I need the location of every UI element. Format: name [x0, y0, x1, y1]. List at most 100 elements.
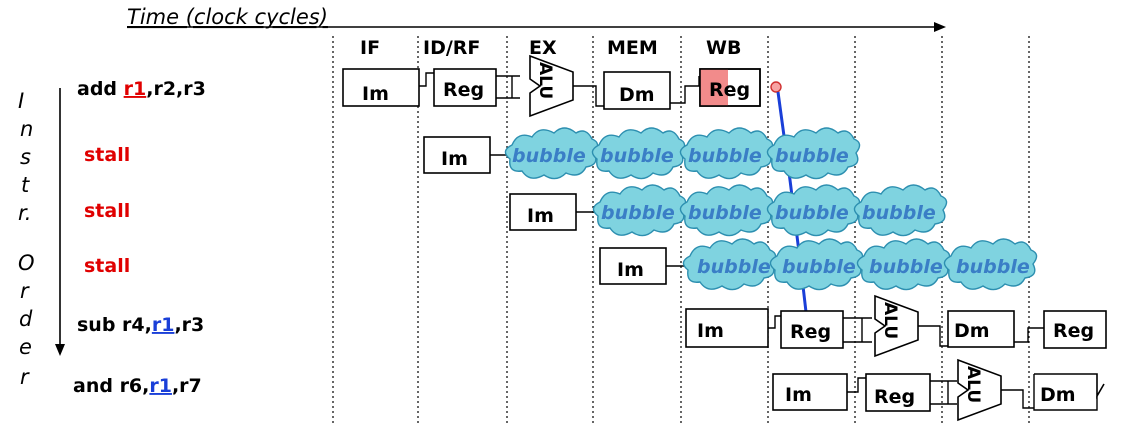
time-axis-label: Time (clock cycles): [127, 5, 328, 29]
bubble-cloud: [766, 127, 861, 180]
pipeline-row-and: Im Reg ALU Dm: [772, 358, 1105, 422]
pipeline-wire: [1014, 327, 1044, 343]
reg-box: [865, 373, 931, 412]
order-letter: I: [18, 89, 24, 113]
instruction-list: add r1,r2,r3 stall stall stall sub r4,r1…: [73, 78, 206, 397]
reg-write-highlight: [700, 69, 728, 106]
bubble-label: bubble: [697, 256, 771, 278]
time-axis: Time (clock cycles): [127, 5, 946, 32]
bubble-cloud: [766, 184, 861, 237]
bubble: bubble: [943, 238, 1038, 291]
bubble-label: bubble: [862, 202, 936, 224]
order-letter: r.: [18, 201, 31, 225]
reg-label: Reg: [1053, 320, 1094, 342]
order-letter: r: [20, 365, 30, 389]
pipeline-row-stall-1: Im bubble bubble bubble bubble: [423, 127, 861, 180]
instruction-and: and r6,r1,r7: [73, 375, 202, 397]
bubble-label: bubble: [782, 256, 856, 278]
order-letter: t: [21, 173, 30, 197]
bubble-cloud: [679, 127, 774, 180]
bubble-label: bubble: [688, 202, 762, 224]
bubble-cloud: [504, 127, 599, 180]
stage-headers: IF ID/RF EX MEM WB: [360, 37, 741, 59]
alu-shape: [529, 54, 574, 118]
reg-writeback-outline: [699, 68, 761, 107]
dm-box-partial-edge: [1033, 374, 1098, 411]
bubble: bubble: [856, 238, 951, 291]
reg-box: [433, 68, 497, 107]
bubble-cloud: [591, 127, 686, 180]
bubble-label: bubble: [688, 145, 762, 167]
stage-header-id-rf: ID/RF: [423, 37, 480, 59]
bubble-cloud: [856, 238, 951, 291]
im-label: Im: [527, 205, 554, 227]
order-letter: d: [19, 307, 33, 331]
stage-header-mem: MEM: [607, 37, 658, 59]
im-box: [509, 193, 577, 231]
pipeline-wire: [918, 325, 948, 347]
bubble: bubble: [766, 184, 861, 237]
instruction-sub: sub r4,r1,r3: [77, 314, 204, 336]
pipeline-wire: [573, 85, 604, 107]
bubble: bubble: [682, 238, 777, 291]
bubble: bubble: [766, 127, 861, 180]
bubble-cloud: [592, 184, 687, 237]
bubble: bubble: [853, 184, 948, 237]
bubble-cloud: [853, 184, 948, 237]
dm-box: [603, 71, 671, 110]
stall-label: stall: [84, 144, 130, 166]
dm-box-partial: [1034, 373, 1105, 399]
bubble-label: bubble: [601, 202, 675, 224]
bubble: bubble: [679, 127, 774, 180]
dm-label: Dm: [619, 84, 655, 106]
dm-label: Dm: [954, 320, 990, 342]
bubble-cloud: [679, 184, 774, 237]
im-box: [685, 308, 769, 348]
bubble: bubble: [769, 238, 864, 291]
im-box: [423, 136, 491, 174]
pipeline-wire: [1001, 389, 1034, 409]
bubble-label: bubble: [600, 145, 674, 167]
dm-label: Dm: [1040, 384, 1076, 406]
stall-label: stall: [84, 200, 130, 222]
pipeline-wire: [670, 76, 700, 104]
im-box: [772, 373, 848, 411]
source-register: r1: [149, 375, 172, 397]
time-axis-arrowhead: [934, 22, 946, 32]
bubble: bubble: [679, 184, 774, 237]
im-label: Im: [785, 384, 812, 406]
order-arrowhead: [55, 344, 65, 356]
bubble: bubble: [504, 127, 599, 180]
reg-box: [780, 310, 844, 349]
pipeline-wire: [843, 317, 872, 343]
instruction-add: add r1,r2,r3: [77, 78, 206, 100]
bubble-label: bubble: [869, 256, 943, 278]
dm-box: [947, 310, 1015, 348]
pipeline-wire: [768, 315, 781, 329]
reg-label: Reg: [709, 79, 750, 101]
alu-label: ALU: [880, 302, 900, 339]
im-box: [342, 68, 420, 107]
stage-header-wb: WB: [706, 37, 741, 59]
stage-header-ex: EX: [529, 37, 557, 59]
pipeline-row-stall-3: Im bubble bubble bubble bubble: [599, 238, 1038, 291]
bubble-cloud: [943, 238, 1038, 291]
pipeline-wire: [419, 72, 434, 87]
pipeline-wire: [496, 75, 520, 99]
bubble-cloud: [682, 238, 777, 291]
reg-label: Reg: [874, 386, 915, 408]
alu-shape: [957, 358, 1002, 422]
order-letter: O: [18, 251, 35, 275]
im-label: Im: [617, 259, 644, 281]
bubble-cloud: [769, 238, 864, 291]
alu-label: ALU: [535, 62, 555, 99]
instruction-order-label: I n s t r. O r d e r: [18, 88, 65, 389]
dest-register: r1: [124, 78, 147, 100]
im-label: Im: [362, 83, 389, 105]
pipeline-row-stall-2: Im bubble bubble bubble bubble: [509, 184, 948, 237]
bubble-label: bubble: [512, 145, 586, 167]
pipeline-row-add: Im Reg ALU Dm Reg: [342, 54, 782, 118]
pipeline-row-sub: Im Reg ALU Dm Reg: [685, 294, 1107, 358]
stall-label: stall: [84, 255, 130, 277]
